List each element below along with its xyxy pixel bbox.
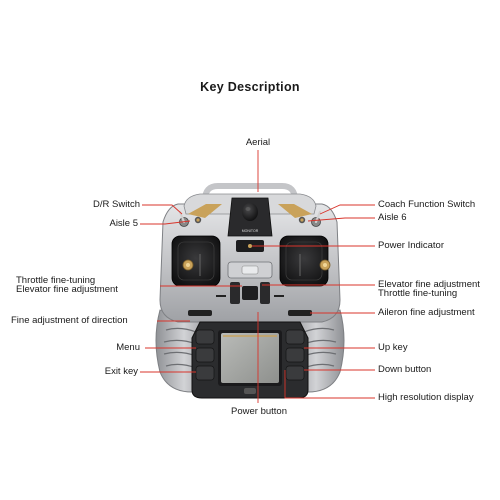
label-aileron-fine: Aileron fine adjustment xyxy=(378,307,475,318)
label-up-key: Up key xyxy=(378,342,408,353)
label-aisle6: Aisle 6 xyxy=(378,212,407,223)
svg-text:MONITOR: MONITOR xyxy=(242,229,259,233)
label-aisle5: Aisle 5 xyxy=(109,218,138,229)
label-hires-display: High resolution display xyxy=(378,392,474,403)
diagram-title: Key Description xyxy=(200,80,300,94)
label-menu: Menu xyxy=(116,342,140,353)
label-elevator-fine-left: Elevator fine adjustment xyxy=(16,284,118,295)
label-aerial: Aerial xyxy=(245,137,271,148)
label-direction-fine: Fine adjustment of direction xyxy=(11,315,128,326)
label-down-button: Down button xyxy=(378,364,432,375)
label-power-button: Power button xyxy=(231,406,287,417)
lcd-screen xyxy=(221,333,279,383)
label-throttle-fine-left: Throttle fine-tuning xyxy=(16,275,96,286)
label-exit-key: Exit key xyxy=(104,366,138,377)
label-elevator-fine-right: Elevator fine adjustment xyxy=(378,279,480,290)
label-coach-switch: Coach Function Switch xyxy=(378,199,476,210)
label-power-indicator: Power Indicator xyxy=(378,240,445,251)
label-dr-switch: D/R Switch xyxy=(93,199,140,210)
handle xyxy=(202,183,298,201)
label-throttle-fine-right: Throttle fine-tuning xyxy=(378,288,458,299)
